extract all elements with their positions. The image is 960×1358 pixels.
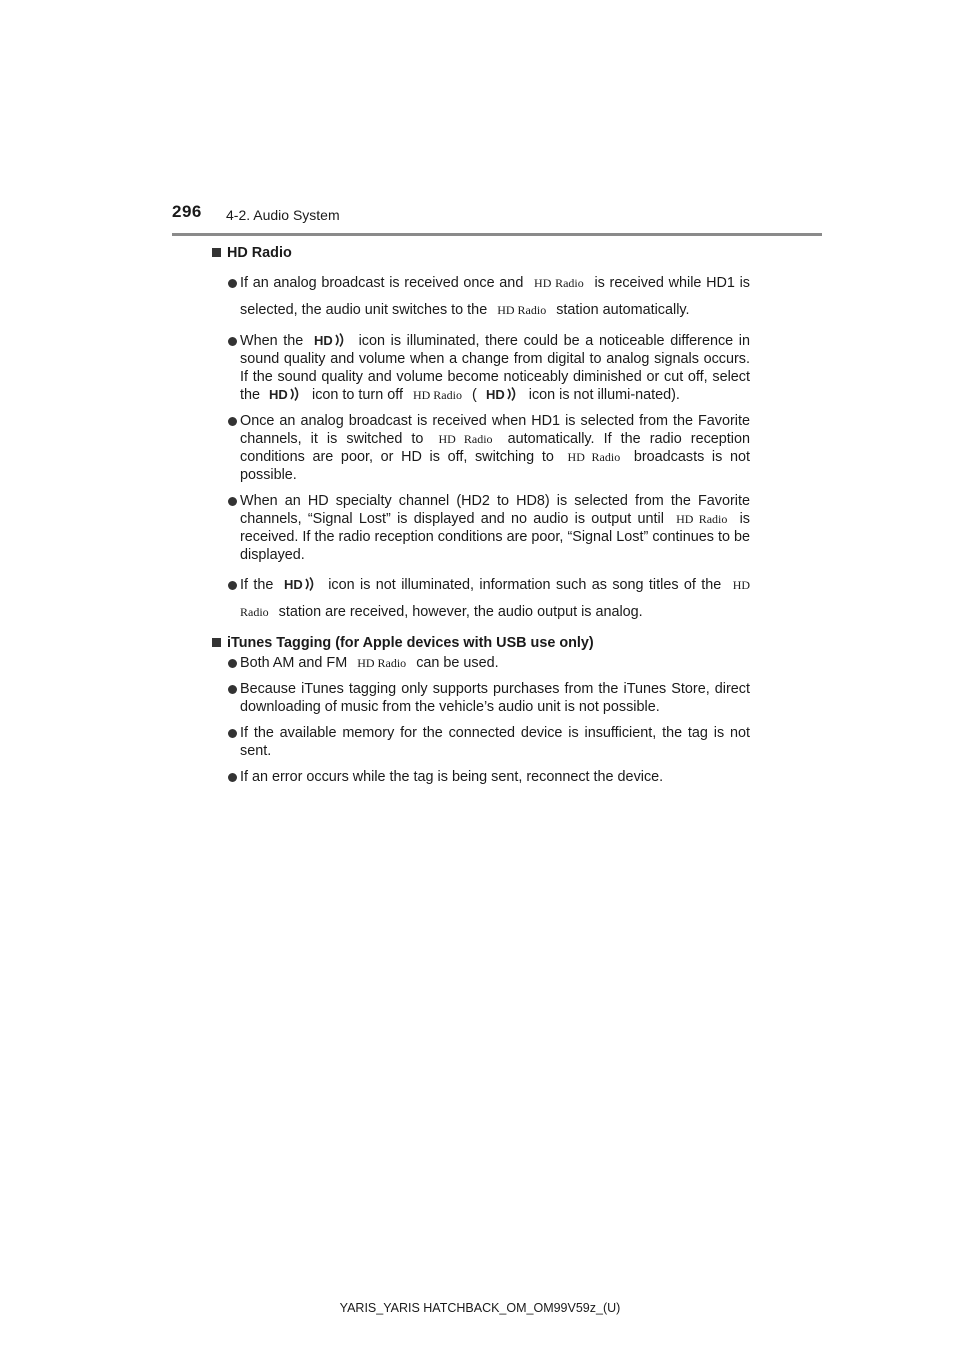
heading-text: iTunes Tagging (for Apple devices with U… — [227, 635, 594, 651]
round-bullet-icon — [228, 581, 237, 590]
list-item: Once an analog broadcast is received whe… — [212, 412, 750, 484]
hd-radio-logo-text: HD Radio — [438, 432, 493, 446]
item-text: station automatically. — [556, 302, 690, 318]
section-heading-hd-radio: HD Radio — [212, 244, 750, 262]
item-text: broadcasts is not possible. — [240, 449, 751, 483]
round-bullet-icon — [228, 773, 237, 782]
round-bullet-icon — [228, 497, 237, 506]
round-bullet-icon — [228, 729, 237, 738]
item-text: Once an analog broadcast is received whe… — [240, 413, 750, 447]
page-content: HD Radio If an analog broadcast is recei… — [212, 244, 750, 794]
round-bullet-icon — [228, 279, 237, 288]
list-item: When an HD specialty channel (HD2 to HD8… — [212, 492, 750, 564]
hd-radio-logo-text: HD Radio — [412, 388, 462, 402]
list-item: If the available memory for the connecte… — [212, 724, 750, 760]
section-title: 4-2. Audio System — [226, 207, 340, 223]
item-text: If an analog broadcast is received once … — [240, 275, 524, 291]
item-text: Both AM and FM — [240, 655, 348, 671]
square-bullet-icon — [212, 638, 221, 647]
list-item: Because iTunes tagging only supports pur… — [212, 680, 750, 716]
square-bullet-icon — [212, 248, 221, 257]
item-text: icon is not illuminated, information suc… — [328, 577, 722, 593]
heading-text: HD Radio — [227, 245, 292, 261]
item-text: is received. If the radio reception cond… — [240, 511, 751, 563]
item-text: icon to turn off — [312, 387, 403, 403]
item-text: When the — [240, 333, 304, 349]
svg-text:HD: HD — [486, 387, 505, 401]
item-text: can be used. — [416, 655, 499, 671]
item-text: If the — [240, 577, 274, 593]
hd-radio-icon: HD — [313, 333, 349, 348]
hd-radio-logo-text: HD Radio — [534, 276, 584, 290]
item-text: If the available memory for the connecte… — [240, 725, 750, 759]
item-text: automatically. If the radio reception co… — [240, 431, 750, 465]
round-bullet-icon — [228, 659, 237, 668]
hd-radio-logo-text: HD Radio — [497, 303, 547, 317]
svg-text:HD: HD — [284, 577, 303, 591]
page-number: 296 — [172, 202, 202, 221]
hd-radio-logo-text: HD Radio — [676, 512, 728, 526]
item-text: icon is illuminated, there could be a no… — [240, 333, 750, 403]
hd-radio-icon: HD — [283, 574, 319, 592]
hd-radio-icon: HD — [485, 387, 521, 402]
round-bullet-icon — [228, 417, 237, 426]
round-bullet-icon — [228, 685, 237, 694]
item-text: icon is not illumi-nated). — [528, 387, 680, 403]
item-text: ( — [471, 387, 477, 403]
list-item: If an error occurs while the tag is bein… — [212, 768, 750, 786]
document-footer: YARIS_YARIS HATCHBACK_OM_OM99V59z_(U) — [339, 1301, 621, 1315]
list-item: If the HD icon is not illuminated, infor… — [212, 572, 750, 626]
item-text: Because iTunes tagging only supports pur… — [240, 681, 750, 715]
list-item: Both AM and FM HD Radio can be used. — [212, 654, 750, 672]
hd-radio-logo-text: HD Radio — [240, 578, 751, 619]
item-text: If an error occurs while the tag is bein… — [240, 769, 664, 785]
svg-text:HD: HD — [314, 333, 333, 347]
item-text: When an HD specialty channel (HD2 to HD8… — [240, 493, 750, 527]
hd-radio-logo-text: HD Radio — [357, 656, 407, 670]
item-text: station are received, however, the audio… — [278, 604, 643, 620]
hd-radio-logo-text: HD Radio — [567, 450, 621, 464]
list-item: If an analog broadcast is received once … — [212, 270, 750, 324]
hd-radio-icon: HD — [268, 387, 304, 402]
svg-text:HD: HD — [269, 387, 288, 401]
list-item: When the HD icon is illuminated, there c… — [212, 332, 750, 404]
round-bullet-icon — [228, 337, 237, 346]
header-divider — [172, 233, 822, 236]
section-heading-itunes-tagging: iTunes Tagging (for Apple devices with U… — [212, 634, 750, 652]
item-text: is received while HD1 is selected, the a… — [240, 275, 750, 318]
